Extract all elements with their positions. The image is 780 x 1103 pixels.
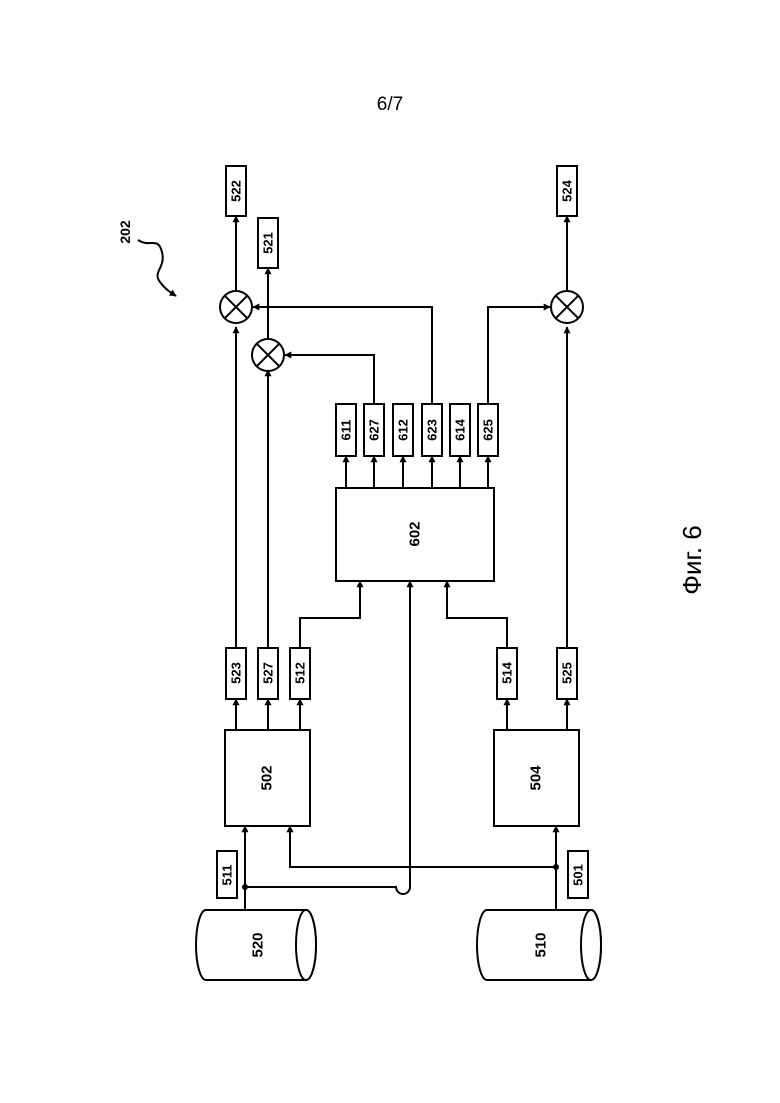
reference-202: 202 (117, 220, 176, 296)
signal-611-text: 611 (339, 420, 354, 441)
database-510: 510 (477, 910, 601, 980)
signal-623: 623 (422, 404, 442, 456)
signal-525-text: 525 (560, 662, 575, 684)
signal-522: 522 (226, 166, 246, 216)
block-602-label: 602 (407, 521, 424, 546)
signal-521: 521 (258, 218, 278, 268)
signal-614: 614 (450, 404, 470, 456)
database-520: 520 (196, 910, 316, 980)
signal-514-text: 514 (500, 661, 515, 683)
multiplier-522 (220, 291, 252, 323)
block-504: 504 (494, 730, 579, 826)
signal-627: 627 (364, 404, 384, 456)
signal-527-text: 527 (261, 662, 276, 684)
signal-512: 512 (290, 648, 310, 699)
signal-514: 514 (497, 648, 517, 699)
signal-523-text: 523 (229, 662, 244, 684)
block-602: 602 (336, 488, 494, 581)
signal-527: 527 (258, 648, 278, 699)
multiplier-524 (551, 291, 583, 323)
signal-523: 523 (226, 648, 246, 699)
signal-501: 501 (568, 851, 588, 898)
database-520-label: 520 (250, 932, 267, 957)
signal-511-text: 511 (220, 865, 235, 886)
line-627-to-mult-521 (285, 355, 374, 404)
figure-caption: Фиг. 6 (677, 525, 707, 595)
reference-leader-arrow (138, 240, 176, 296)
multiplier-521 (252, 339, 284, 371)
reference-202-label: 202 (117, 220, 133, 244)
signal-501-text: 501 (571, 864, 586, 886)
signal-612-text: 612 (396, 419, 411, 441)
block-502-label: 502 (259, 765, 276, 790)
line-512-to-602 (300, 581, 360, 648)
line-625-to-mult-524 (488, 307, 550, 404)
signal-524: 524 (557, 166, 577, 216)
signal-511: 511 (217, 851, 237, 898)
block-504-label: 504 (528, 765, 545, 791)
signal-614-text: 614 (453, 418, 468, 440)
line-501-to-502 (290, 826, 556, 867)
signal-524-text: 524 (560, 179, 575, 201)
signal-625-text: 625 (481, 419, 496, 441)
signal-522-text: 522 (229, 180, 244, 202)
signal-623-text: 623 (425, 419, 440, 441)
database-510-label: 510 (533, 932, 550, 957)
signal-625: 625 (478, 404, 498, 456)
signal-512-text: 512 (293, 662, 308, 684)
signal-525: 525 (557, 648, 577, 699)
line-514-to-602 (447, 581, 507, 648)
signal-612: 612 (393, 404, 413, 456)
signal-627-text: 627 (367, 419, 382, 441)
signal-611: 611 (336, 404, 356, 456)
signal-521-text: 521 (261, 232, 276, 254)
block-502: 502 (225, 730, 310, 826)
